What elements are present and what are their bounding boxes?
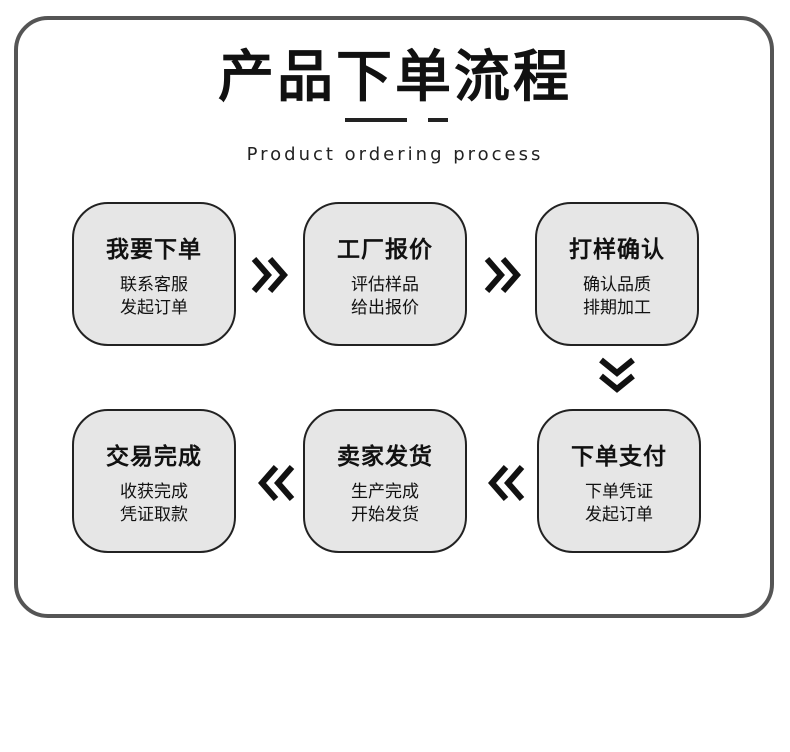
double-chevron-right-icon xyxy=(483,255,525,295)
step-desc-2: 开始发货 xyxy=(351,505,419,525)
step-desc-2: 发起订单 xyxy=(120,298,188,318)
step-desc-1: 收获完成 xyxy=(120,482,188,502)
step-desc-2: 给出报价 xyxy=(351,298,419,318)
step-desc-2: 凭证取款 xyxy=(120,505,188,525)
page-subtitle: Product ordering process xyxy=(246,144,544,165)
step-title: 卖家发货 xyxy=(337,444,433,470)
title-underline-short xyxy=(428,118,448,122)
title-underline-long xyxy=(345,118,407,122)
step-order-payment: 下单支付 下单凭证 发起订单 xyxy=(537,409,701,553)
step-desc-1: 确认品质 xyxy=(583,275,651,295)
step-desc-1: 联系客服 xyxy=(120,275,188,295)
step-desc-1: 生产完成 xyxy=(351,482,419,502)
double-chevron-down-icon xyxy=(597,356,637,398)
step-desc-1: 下单凭证 xyxy=(585,482,653,502)
double-chevron-right-icon xyxy=(250,255,292,295)
step-title: 工厂报价 xyxy=(337,237,433,263)
step-trade-complete: 交易完成 收获完成 凭证取款 xyxy=(72,409,236,553)
step-sample-confirm: 打样确认 确认品质 排期加工 xyxy=(535,202,699,346)
step-title: 下单支付 xyxy=(571,444,667,470)
page-title: 产品下单流程 xyxy=(218,45,572,110)
step-desc-2: 发起订单 xyxy=(585,505,653,525)
step-desc-1: 评估样品 xyxy=(351,275,419,295)
step-place-order: 我要下单 联系客服 发起订单 xyxy=(72,202,236,346)
step-title: 打样确认 xyxy=(569,237,665,263)
step-desc-2: 排期加工 xyxy=(583,298,651,318)
double-chevron-left-icon xyxy=(484,463,526,503)
step-title: 交易完成 xyxy=(106,444,202,470)
step-seller-ship: 卖家发货 生产完成 开始发货 xyxy=(303,409,467,553)
step-title: 我要下单 xyxy=(106,237,202,263)
double-chevron-left-icon xyxy=(254,463,296,503)
step-factory-quote: 工厂报价 评估样品 给出报价 xyxy=(303,202,467,346)
